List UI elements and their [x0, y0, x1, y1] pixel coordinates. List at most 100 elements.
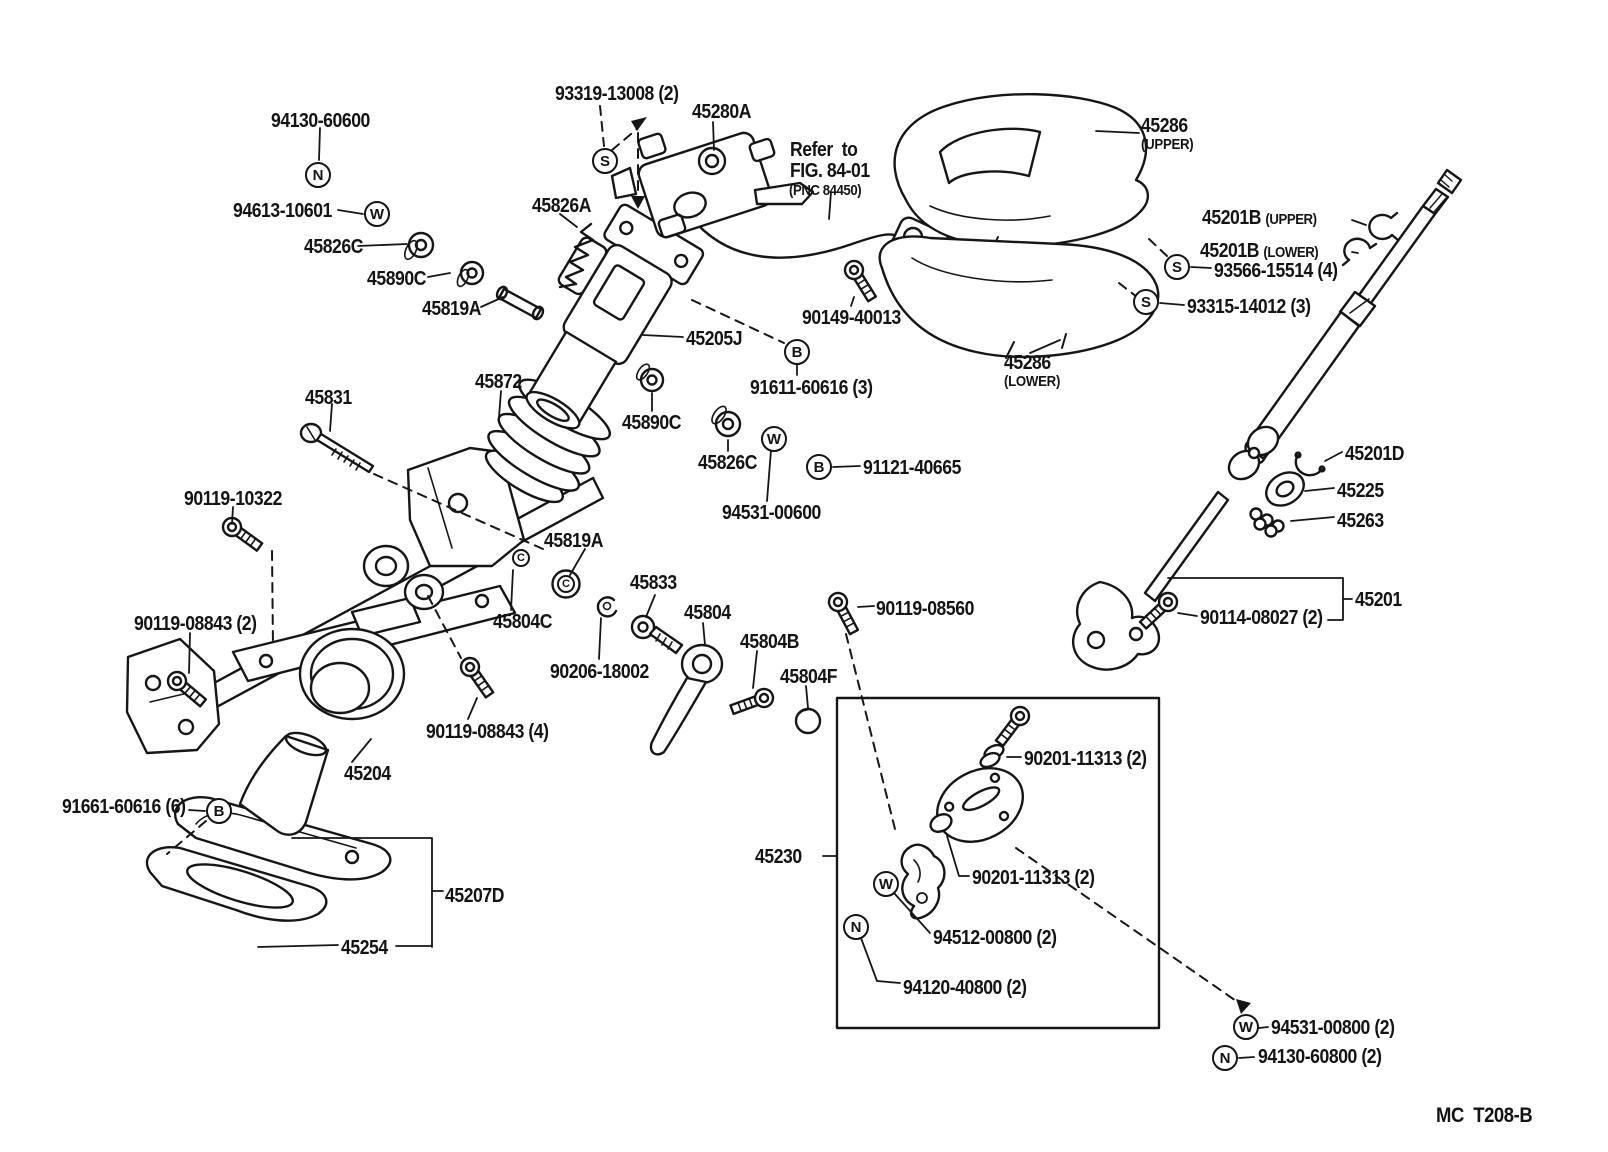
column-tube-weldment [125, 446, 605, 755]
part-number-text: 45207D [445, 885, 505, 907]
part-number-text: 45254 [341, 937, 388, 959]
part-number-text: 45286 [1141, 115, 1188, 137]
circled-letter-b: B [206, 798, 232, 824]
part-number-text: 94130-60800 (2) [1258, 1046, 1382, 1068]
part-number-text: 90119-10322 [184, 488, 282, 510]
part-number-text: 45201 [1355, 589, 1402, 611]
part-label-45819a-1: 45819A [422, 299, 481, 320]
part-number-text: 93566-15514 (4) [1214, 260, 1338, 282]
part-number-text: 45286 [1004, 352, 1051, 374]
part-number-text: 45804F [780, 666, 838, 688]
part-number-text: 91611-60616 (3) [750, 377, 873, 399]
part-label-45201: 45201 [1355, 590, 1402, 611]
part-label-45205j: 45205J [686, 328, 743, 350]
part-label-91661-60616-6: 91661-60616 (6) [62, 797, 186, 818]
circled-letter-s: S [1133, 289, 1159, 315]
part-number-text: 45225 [1337, 480, 1384, 502]
part-number-text: 45263 [1337, 510, 1384, 532]
arrowheads [631, 117, 1251, 1014]
circled-letter-w: W [873, 871, 899, 897]
part-label-94130-60800-2: 94130-60800 (2) [1258, 1047, 1382, 1068]
upper-left-small-parts [404, 222, 742, 438]
part-number-text: 90119-08843 (4) [426, 721, 549, 743]
part-number-text: 94120-40800 (2) [903, 977, 1027, 999]
part-label-94531-00600: 94531-00600 [722, 503, 821, 524]
part-number-text: 90206-18002 [550, 661, 649, 683]
part-label-90119-08560: 90119-08560 [876, 599, 974, 620]
part-number-text: 45872 [475, 371, 522, 393]
part-label-93315-14012-3: 93315-14012 (3) [1187, 297, 1311, 318]
circled-letter-n: N [1212, 1045, 1238, 1071]
part-number-text: 90149-40013 [802, 307, 901, 329]
part-label-refer-line-1: Refer to [790, 139, 858, 161]
part-label-45826c-2: 45826C [698, 453, 757, 474]
part-label-94130-60600: 94130-60600 [271, 111, 370, 132]
loose-bolts [163, 256, 881, 711]
column-cover-lower [878, 235, 1160, 495]
part-number-text: 90119-08843 (2) [134, 613, 257, 635]
part-label-90114-08027-2: 90114-08027 (2) [1200, 608, 1323, 629]
part-number-text: 94130-60600 [271, 110, 370, 132]
part-number-text: Refer to [790, 139, 858, 161]
part-number-text: 45890C [367, 268, 427, 290]
part-number-text: 45204 [344, 763, 391, 785]
part-label-45890c-2: 45890C [622, 413, 681, 434]
part-label-90119-10322: 90119-10322 [184, 489, 282, 510]
part-label-qualifier: (UPPER) [1141, 136, 1194, 153]
part-number-text: 45819A [544, 530, 604, 552]
circled-letter-b: B [784, 339, 810, 365]
part-label-93566-15514-4: 93566-15514 (4) [1214, 261, 1338, 282]
part-number-text: 45833 [630, 572, 677, 594]
part-label-91121-40665: 91121-40665 [863, 458, 961, 479]
tilt-detail-box [835, 696, 1161, 1030]
part-label-91611-60616-3: 91611-60616 (3) [750, 378, 873, 399]
part-number-text: 45831 [305, 387, 352, 409]
part-label-45804f: 45804F [780, 666, 838, 688]
part-number-text: 45230 [755, 846, 802, 868]
part-number-text: 94531-00800 (2) [1271, 1017, 1395, 1039]
part-number-text: 91121-40665 [863, 457, 961, 479]
part-number-text: 94512-00800 (2) [933, 927, 1057, 949]
shaft-small-parts [1249, 211, 1400, 538]
part-label-45804: 45804 [684, 603, 731, 624]
part-label-90119-08843-4: 90119-08843 (4) [426, 722, 549, 743]
part-label-90201-11313-2a: 90201-11313 (2) [1024, 749, 1147, 770]
part-label-45230: 45230 [755, 847, 802, 868]
circled-letter-s: S [592, 148, 618, 174]
part-number-text: (PNC 84450) [789, 182, 862, 199]
part-label-45826c-1: 45826C [304, 237, 363, 258]
part-label-45872: 45872 [475, 372, 522, 393]
part-number-text: 94613-10601 [233, 200, 332, 222]
part-label-90119-08843-2: 90119-08843 (2) [134, 614, 257, 635]
part-label-45201b-upper: 45201B(UPPER) [1202, 208, 1317, 229]
lever-group [551, 569, 822, 756]
part-label-45804b: 45804B [740, 632, 799, 653]
circled-letter-w: W [364, 201, 390, 227]
part-label-94512-00800-2: 94512-00800 (2) [933, 928, 1057, 949]
part-label-45254: 45254 [341, 938, 388, 959]
part-number-text: 45890C [622, 412, 682, 434]
part-label-45804c: 45804C [493, 612, 552, 633]
part-number-text: 45804 [684, 602, 731, 624]
circled-letter-s: S [1164, 254, 1190, 280]
column-cover-upper [893, 92, 1149, 253]
part-number-text: 93315-14012 (3) [1187, 296, 1311, 318]
part-label-45833: 45833 [630, 573, 677, 594]
part-number-text: 45804B [740, 631, 800, 653]
part-number-text: 45201B [1200, 240, 1260, 262]
part-label-94120-40800-2: 94120-40800 (2) [903, 978, 1027, 999]
dashed-lines [166, 105, 1240, 1004]
part-label-45890c-1: 45890C [367, 269, 426, 290]
part-label-refer-line-3: (PNC 84450) [789, 182, 862, 199]
circled-letter-w: W [1233, 1014, 1259, 1040]
part-label-45263: 45263 [1337, 511, 1384, 532]
part-label-45225: 45225 [1337, 481, 1384, 502]
part-label-90201-11313-2b: 90201-11313 (2) [972, 868, 1095, 889]
part-number-text: 90119-08560 [876, 598, 974, 620]
circled-letter-n: N [843, 914, 869, 940]
part-label-45280a: 45280A [692, 102, 751, 123]
part-number-text: 45205J [686, 328, 743, 350]
part-label-45819a-2: 45819A [544, 531, 603, 552]
